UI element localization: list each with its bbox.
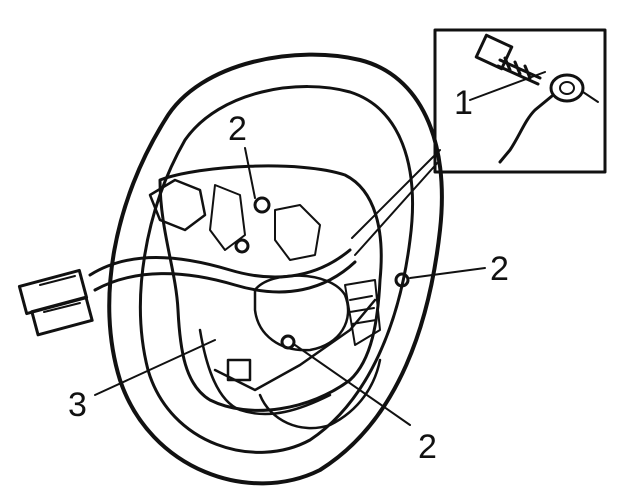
ground-eyelet-icon — [498, 73, 599, 164]
callout-part-2-top: 2 — [228, 110, 247, 148]
leader-lines — [94, 147, 486, 426]
bolt-icon — [280, 334, 296, 350]
bolt-icon — [394, 272, 410, 288]
hub-housing — [148, 164, 383, 430]
bolt-icon — [253, 196, 271, 214]
callout-part-2-right: 2 — [490, 250, 509, 288]
callout-part-1: 1 — [454, 84, 473, 122]
wiring-harness — [88, 149, 441, 294]
callout-part-3: 3 — [68, 386, 87, 424]
steering-wheel-rim — [107, 52, 444, 486]
callout-part-2-bottom: 2 — [418, 428, 437, 466]
bolt-icon — [474, 33, 542, 86]
mounting-bolts — [234, 196, 410, 350]
bolt-icon — [234, 238, 250, 254]
inset-detail — [433, 28, 607, 174]
connector-icon — [17, 268, 94, 337]
